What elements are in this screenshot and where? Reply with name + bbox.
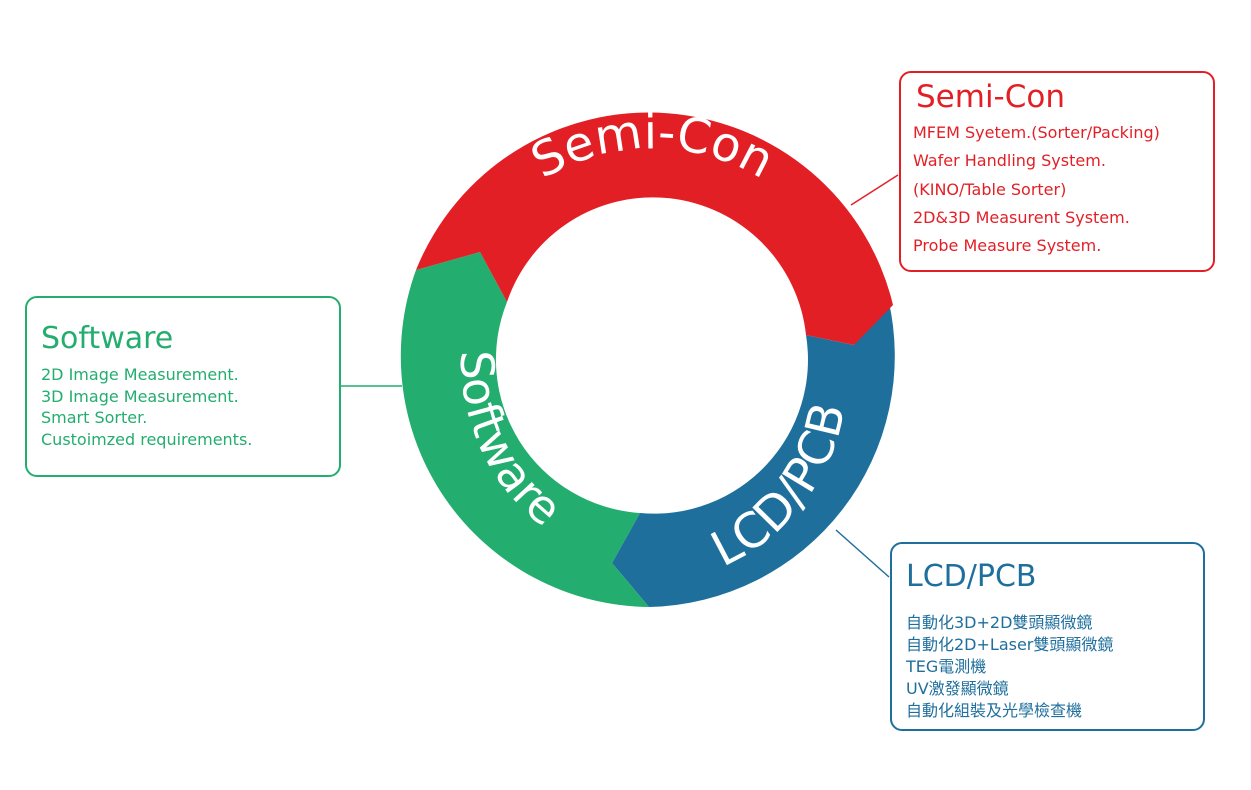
list-item: Smart Sorter. xyxy=(41,408,148,427)
list-item: (KINO/Table Sorter) xyxy=(913,179,1067,199)
list-item: 3D Image Measurement. xyxy=(41,386,239,406)
connector-lines xyxy=(341,174,899,578)
list-item: 自動化2D+Laser雙頭顯微鏡 xyxy=(906,635,1114,654)
list-item: 2D Image Measurement. xyxy=(41,365,239,384)
ring-segment-lcd-pcb[interactable] xyxy=(612,298,895,607)
semi-con-item-list: MFEM Syetem.(Sorter/Packing) Wafer Handl… xyxy=(913,119,1213,260)
list-item: 自動化組裝及光學檢查機 xyxy=(906,701,1083,720)
ring-segment-semi-con[interactable] xyxy=(416,112,893,345)
lcd-pcb-callout-title: LCD/PCB xyxy=(906,559,1037,594)
list-item: Probe Measure System. xyxy=(913,236,1102,256)
software-item-list: 2D Image Measurement. 3D Image Measureme… xyxy=(41,364,339,450)
lcd-pcb-item-list: 自動化3D+2D雙頭顯微鏡 自動化2D+Laser雙頭顯微鏡 TEG電測機 UV… xyxy=(906,612,1203,722)
lcd-pcb-connector xyxy=(835,529,890,578)
software-callout-title: Software xyxy=(41,321,174,356)
ring-segment-software[interactable] xyxy=(400,252,649,607)
semi-con-callout: Semi-Con MFEM Syetem.(Sorter/Packing) Wa… xyxy=(899,71,1215,272)
list-item: TEG電測機 xyxy=(906,657,987,676)
list-item: Custoimzed requirements. xyxy=(41,429,253,449)
list-item: Wafer Handling System. xyxy=(913,151,1106,171)
list-item: 自動化3D+2D雙頭顯微鏡 xyxy=(906,613,1093,632)
software-callout: Software 2D Image Measurement. 3D Image … xyxy=(25,296,341,477)
list-item: UV激發顯微鏡 xyxy=(906,679,1009,698)
list-item: MFEM Syetem.(Sorter/Packing) xyxy=(913,123,1160,142)
lcd-pcb-callout: LCD/PCB 自動化3D+2D雙頭顯微鏡 自動化2D+Laser雙頭顯微鏡 T… xyxy=(890,542,1205,731)
list-item: 2D&3D Measurent System. xyxy=(913,207,1130,227)
semi-con-callout-title: Semi-Con xyxy=(916,79,1066,115)
semi-con-connector xyxy=(850,174,899,206)
